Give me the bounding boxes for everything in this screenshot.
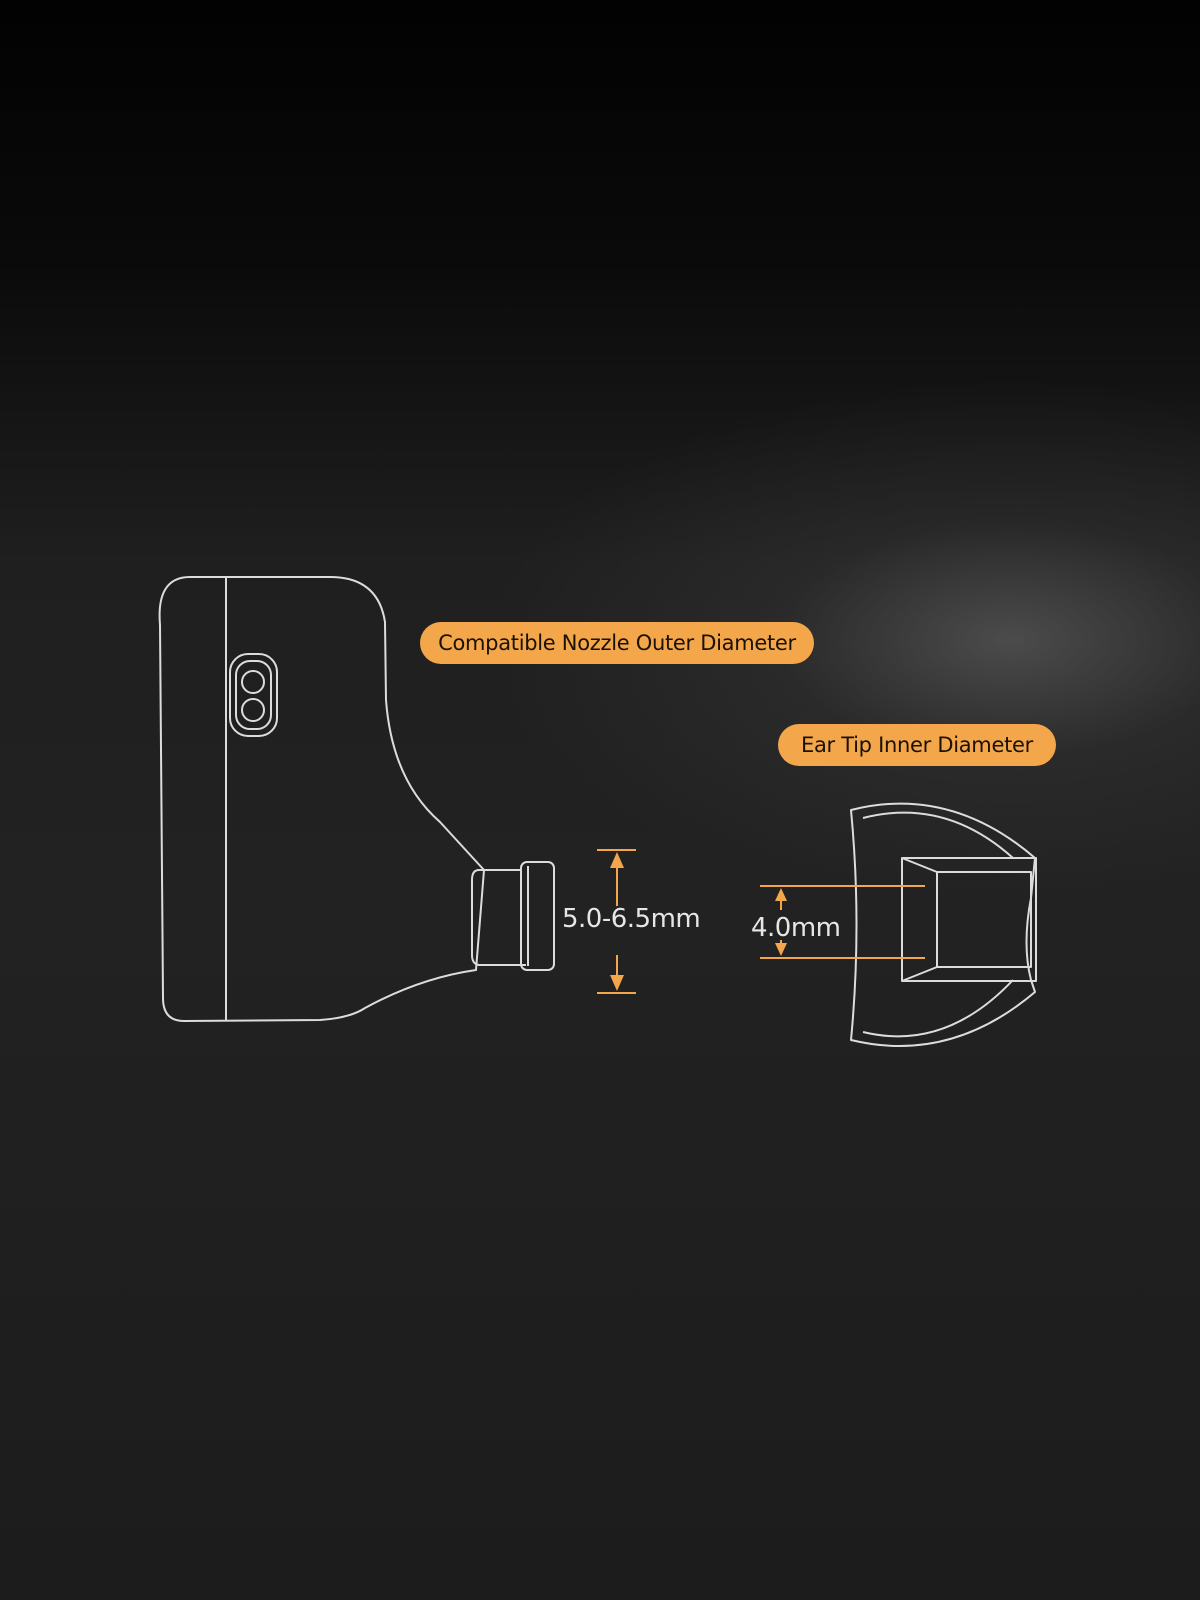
nozzle-dimension-arrow — [597, 849, 636, 994]
ear-tip-diameter-label: Ear Tip Inner Diameter — [778, 724, 1056, 766]
ear-tip-dimension-value: 4.0mm — [751, 913, 841, 943]
nozzle-diameter-label: Compatible Nozzle Outer Diameter — [420, 622, 814, 664]
nozzle-dimension-value: 5.0-6.5mm — [562, 904, 701, 934]
connector-pins-icon — [229, 653, 278, 737]
ear-tip-dimension-arrow — [760, 885, 925, 959]
earphone-body-outline — [158, 576, 485, 1022]
nozzle-outline — [471, 861, 555, 971]
ear-tip-outline — [850, 802, 1037, 1047]
